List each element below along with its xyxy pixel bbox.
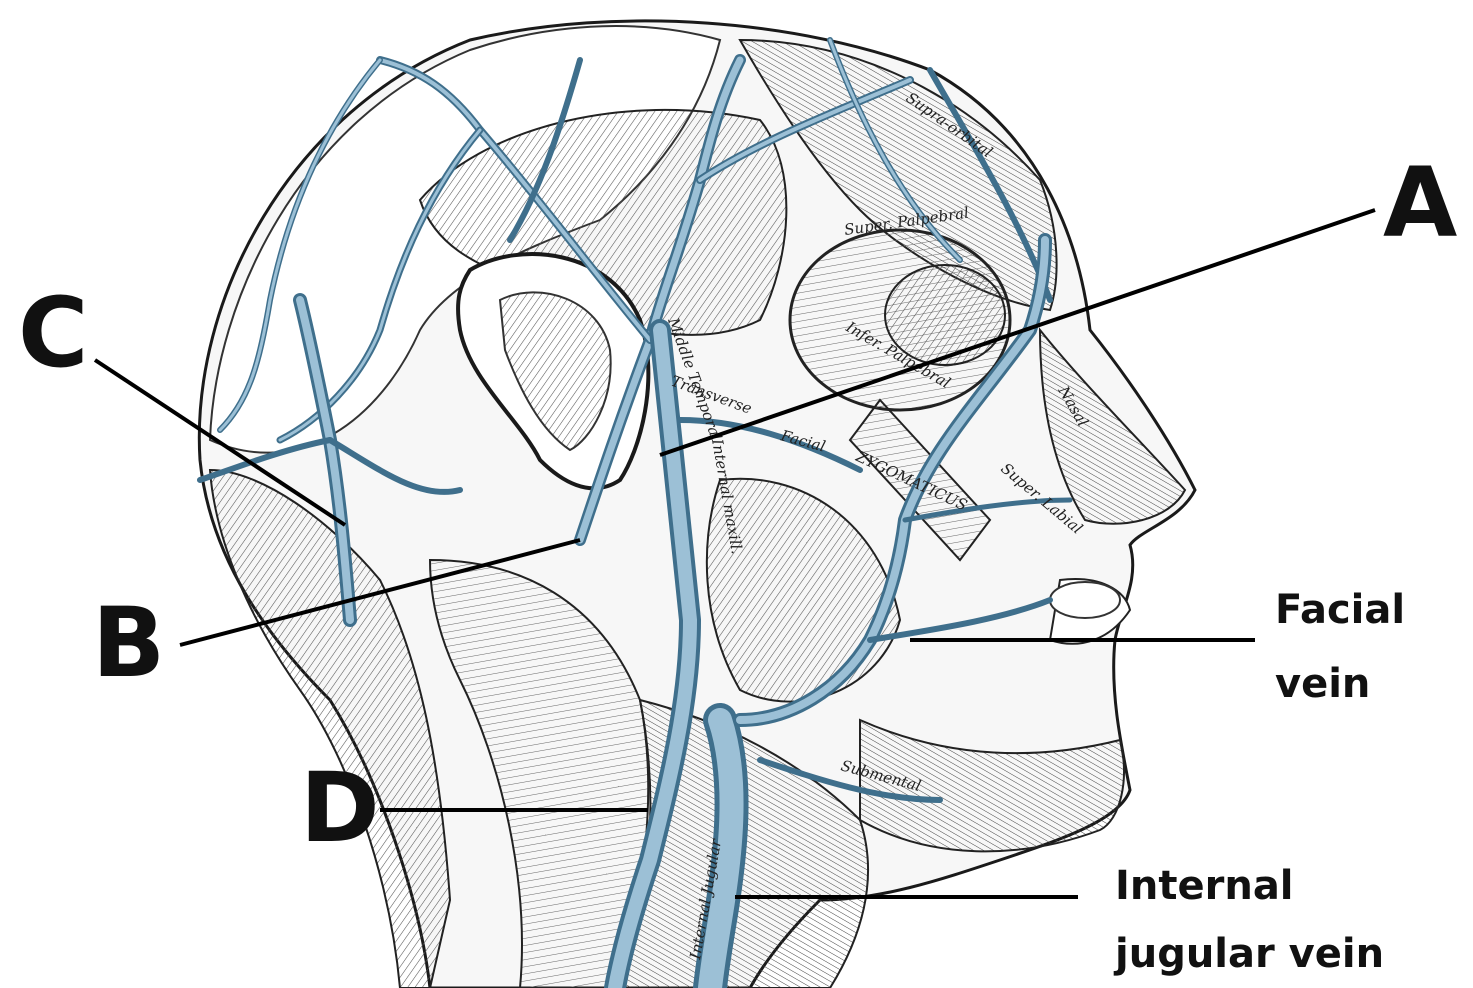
label-d: D [300,760,380,856]
label-c: C [18,285,88,381]
label-internal-jugular-line2: jugular vein [1115,930,1384,978]
label-facial-vein-line2: vein [1275,660,1370,708]
label-a: A [1383,155,1457,251]
label-facial-vein-line1: Facial [1275,586,1405,634]
label-internal-jugular-line1: Internal [1115,862,1294,910]
label-b: B [92,595,165,691]
